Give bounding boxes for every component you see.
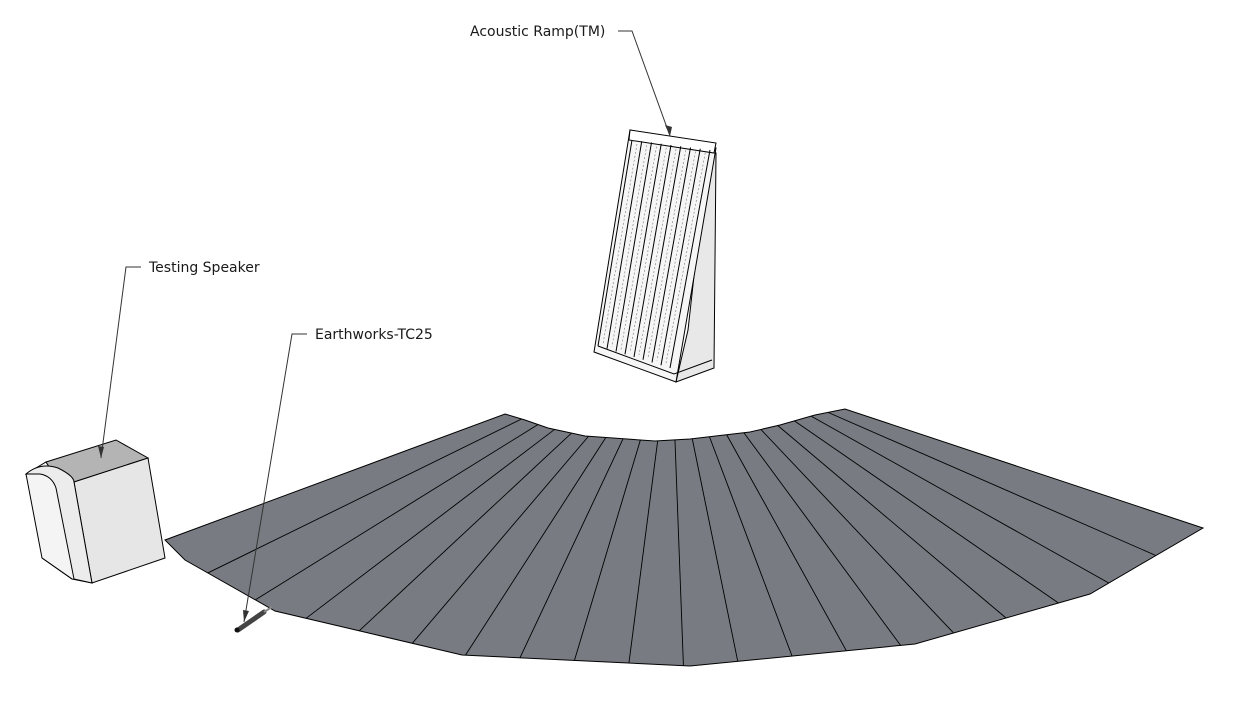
acoustic-ramp[interactable] xyxy=(593,129,717,383)
ramp-leader-arrow xyxy=(665,125,672,136)
ramp-slat xyxy=(615,142,652,352)
microphone[interactable] xyxy=(234,606,273,633)
floor-segment-line xyxy=(674,439,684,666)
floor-segment-line xyxy=(709,436,793,657)
ramp-slat-hidden-edge xyxy=(656,151,696,361)
ramp-slat-hidden-edge xyxy=(647,150,687,358)
ramp-slat xyxy=(606,141,643,349)
ramp-slat xyxy=(624,143,662,355)
microphone-label[interactable]: Earthworks-TC25 xyxy=(315,327,433,343)
floor-segment-line xyxy=(358,432,572,632)
ramp-slat xyxy=(669,149,711,369)
speaker-leader-line xyxy=(100,266,141,459)
microphone-leader-arrow xyxy=(243,610,249,622)
floor-segment-line xyxy=(760,429,954,634)
floor-segment-line xyxy=(743,432,901,646)
floor-surface[interactable] xyxy=(164,408,1205,667)
floor-segment-line xyxy=(207,418,522,574)
leader-lines xyxy=(98,30,672,623)
floor-segment-line xyxy=(794,420,1059,604)
ramp-slat xyxy=(597,139,633,347)
ramp-slat xyxy=(633,144,672,358)
acoustic-ramp-label[interactable]: Acoustic Ramp(TM) xyxy=(470,24,605,40)
floor-segment-line xyxy=(691,438,739,662)
floor-segment-lines xyxy=(207,411,1157,666)
ramp-slat-hidden-edge xyxy=(629,147,667,353)
floor-segment-line xyxy=(305,429,555,619)
floor-segment-line xyxy=(574,439,641,661)
floor-segment-line xyxy=(827,411,1157,556)
floor-segment-line xyxy=(255,424,539,601)
floor-segment-line xyxy=(726,434,847,651)
floor-fan[interactable] xyxy=(164,408,1205,667)
ramp-leader-line xyxy=(618,30,671,137)
microphone-capsule xyxy=(234,627,240,633)
ramp-slat-hidden-edge xyxy=(638,148,677,356)
ramp-base-edge xyxy=(597,345,713,375)
floor-segment-line xyxy=(777,425,1007,619)
ramp-slat xyxy=(642,146,682,360)
ramp-top-cap xyxy=(628,129,717,154)
testing-speaker-label[interactable]: Testing Speaker xyxy=(148,260,260,276)
ramp-slat xyxy=(660,148,701,366)
floor-segment-line xyxy=(465,437,607,656)
speaker-leader-arrow xyxy=(98,446,104,458)
speaker-rounded-edge xyxy=(24,465,93,584)
ramp-slats xyxy=(597,139,711,369)
speaker-bottom-edge xyxy=(41,557,73,580)
microphone-tip xyxy=(263,606,273,613)
ramp-slat xyxy=(651,147,691,363)
ramp-slat-hidden-edge xyxy=(602,143,638,345)
testing-speaker[interactable] xyxy=(24,439,166,584)
floor-segment-line xyxy=(411,435,589,644)
microphone-body xyxy=(235,609,267,633)
floor-segment-line xyxy=(810,415,1110,584)
floor-segment-line xyxy=(628,440,659,664)
floor-segment-line xyxy=(519,438,624,658)
microphone-leader-line xyxy=(243,333,307,623)
